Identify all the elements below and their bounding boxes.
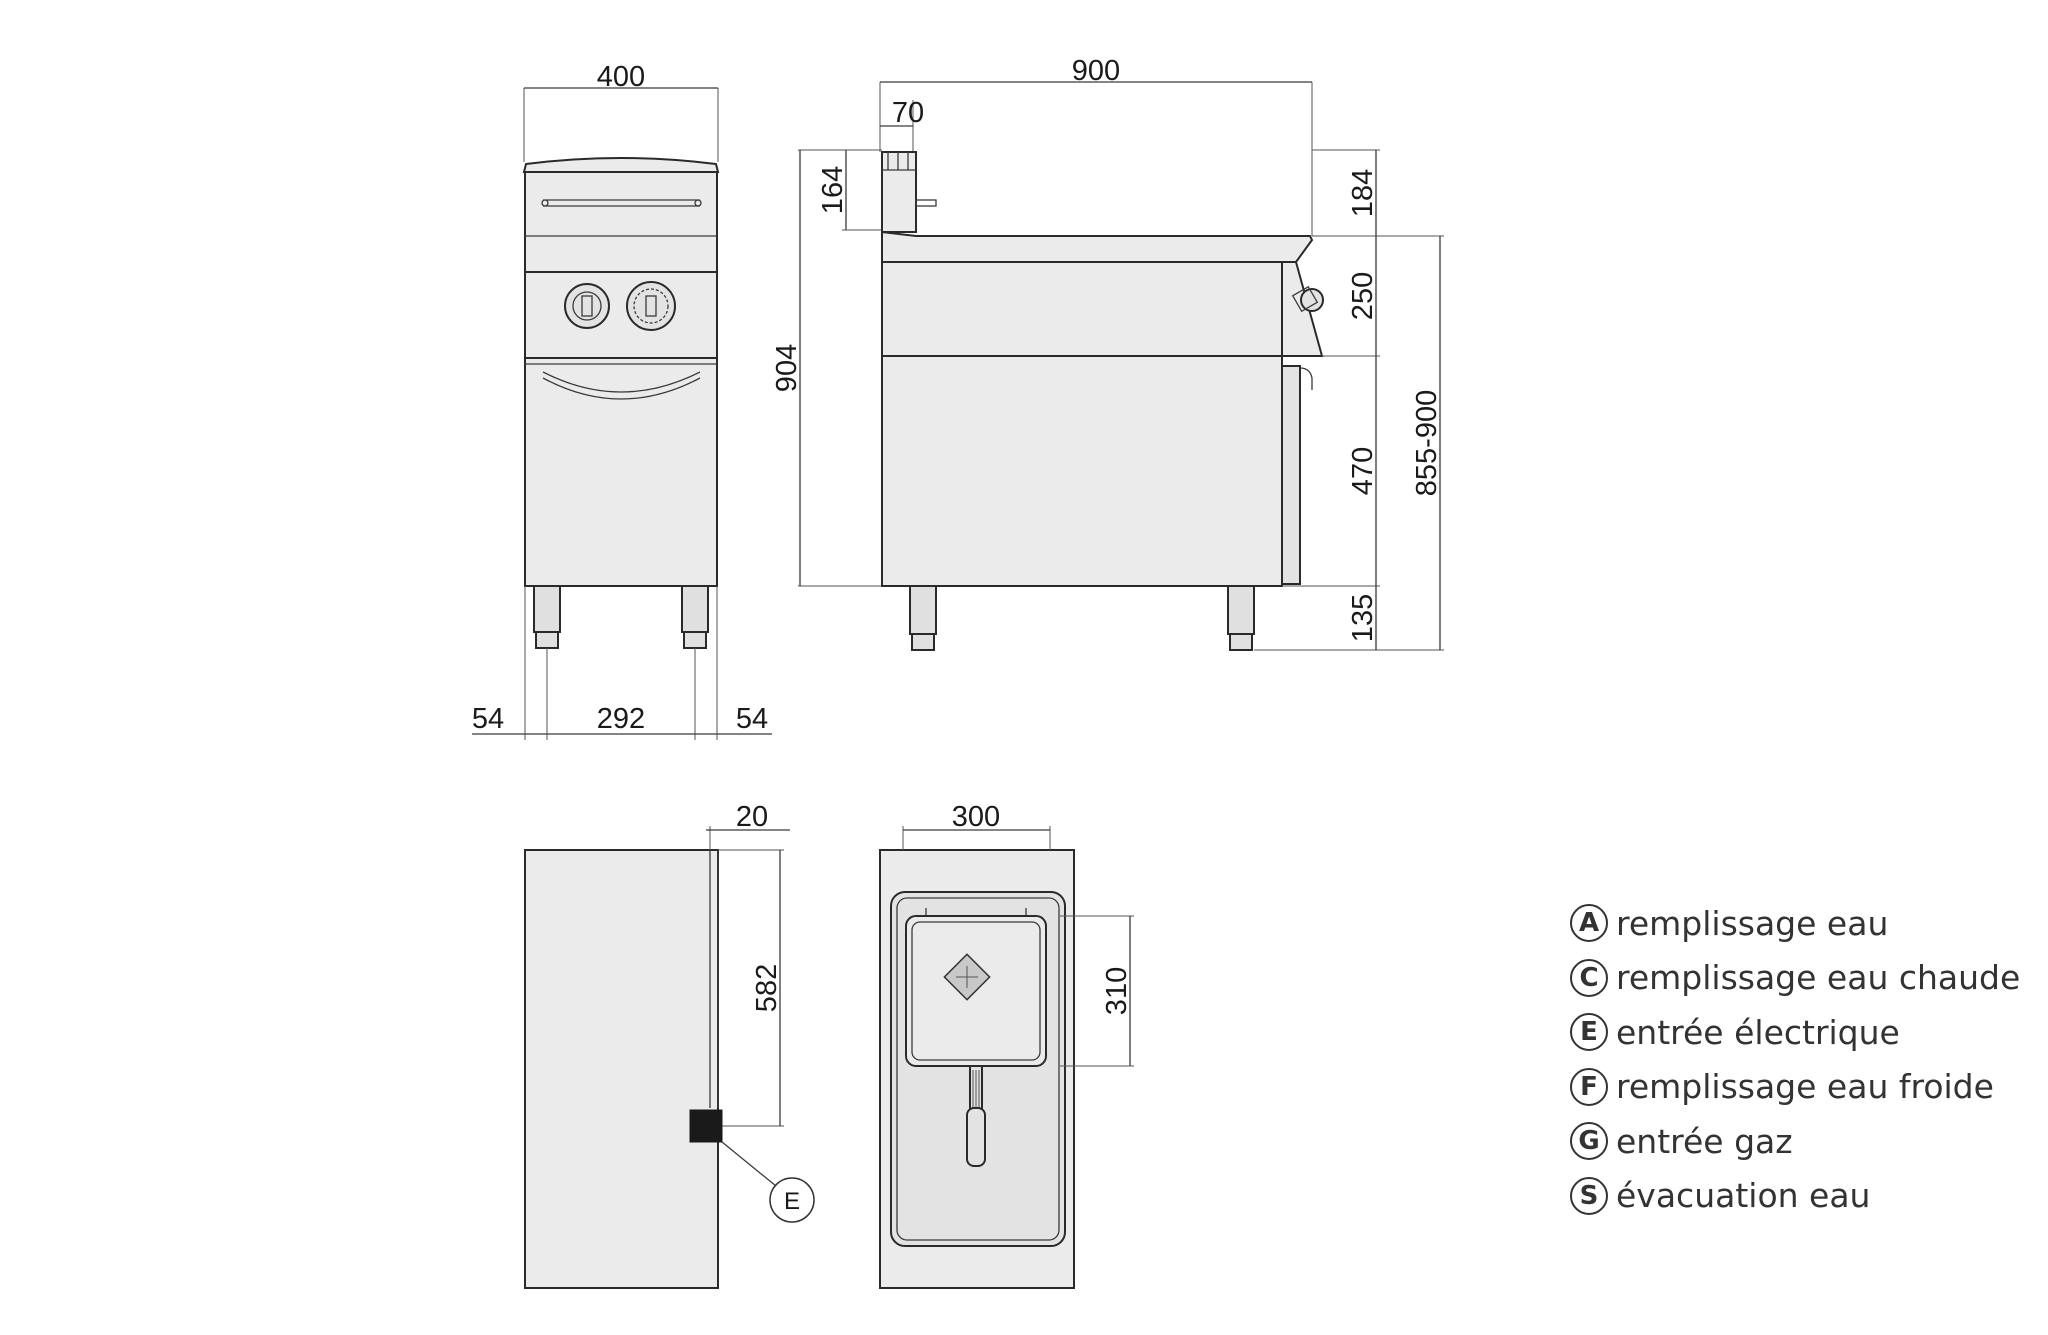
legend-code-g: G xyxy=(1570,1122,1608,1161)
legend-label-s: évacuation eau xyxy=(1616,1176,1871,1216)
front-leg-left-label: 54 xyxy=(472,703,504,735)
rear-view: 20 582 E xyxy=(524,801,815,1289)
side-total-height-label: 904 xyxy=(771,344,803,392)
legend-label-c: remplissage eau chaude xyxy=(1616,958,2021,998)
front-leg-right xyxy=(681,585,709,633)
side-foot-height-label: 135 xyxy=(1347,594,1379,642)
callout-label: E xyxy=(784,1188,800,1215)
side-backsplash-label: 164 xyxy=(817,166,849,214)
side-upper-body xyxy=(881,261,1283,357)
front-top xyxy=(522,157,720,173)
rear-connection-height-label: 582 xyxy=(751,964,783,1012)
knob-left xyxy=(564,283,610,329)
side-top-height-label: 184 xyxy=(1347,169,1379,217)
callout-circle xyxy=(769,1177,815,1223)
front-leg-left xyxy=(533,585,561,633)
side-leg-rear xyxy=(909,585,937,635)
legend-item-s: S évacuation eau xyxy=(1570,1169,2040,1224)
side-backsplash xyxy=(881,151,917,233)
front-width-label: 400 xyxy=(597,61,645,93)
front-cabinet xyxy=(524,357,718,587)
rear-offset-label: 20 xyxy=(736,801,768,833)
front-upper-body xyxy=(524,171,718,273)
legend-label-g: entrée gaz xyxy=(1616,1121,1793,1161)
side-range-height-label: 855-900 xyxy=(1411,390,1443,496)
legend: A remplissage eau C remplissage eau chau… xyxy=(1570,896,2040,1223)
side-worktop xyxy=(881,230,1314,263)
legend-item-e: E entrée électrique xyxy=(1570,1005,2040,1060)
top-basket-width-label: 300 xyxy=(952,801,1000,833)
legend-code-f: F xyxy=(1570,1067,1608,1106)
rear-body xyxy=(524,849,719,1289)
legend-item-c: C remplissage eau chaude xyxy=(1570,951,2040,1006)
legend-item-a: A remplissage eau xyxy=(1570,896,2040,951)
knob-right xyxy=(626,281,676,331)
side-leg-front xyxy=(1227,585,1255,635)
legend-item-g: G entrée gaz xyxy=(1570,1114,2040,1169)
side-cabinet-height-label: 470 xyxy=(1347,447,1379,495)
front-leg-span-label: 292 xyxy=(597,703,645,735)
basket-handle-grip xyxy=(966,1107,986,1167)
basket-mesh-icon xyxy=(943,953,991,1001)
top-basket-depth-label: 310 xyxy=(1101,967,1133,1015)
side-cabinet xyxy=(881,355,1283,587)
electrical-connection xyxy=(689,1109,723,1143)
front-leg-right-label: 54 xyxy=(736,703,768,735)
front-view: 400 xyxy=(472,61,772,740)
legend-item-f: F remplissage eau froide xyxy=(1570,1060,2040,1115)
front-control-panel xyxy=(524,271,718,359)
side-depth-label: 900 xyxy=(1072,55,1120,87)
side-panel-height-label: 250 xyxy=(1347,272,1379,320)
side-knob xyxy=(1291,285,1324,313)
legend-label-f: remplissage eau froide xyxy=(1616,1067,1994,1107)
side-back-offset-label: 70 xyxy=(892,97,924,129)
top-view: 300 310 xyxy=(879,801,1134,1289)
side-view: 900 70 904 164 xyxy=(771,55,1444,651)
legend-label-e: entrée électrique xyxy=(1616,1012,1900,1052)
legend-code-e: E xyxy=(1570,1013,1608,1052)
legend-code-c: C xyxy=(1570,958,1608,997)
legend-code-s: S xyxy=(1570,1176,1608,1215)
legend-code-a: A xyxy=(1570,904,1608,943)
legend-label-a: remplissage eau xyxy=(1616,903,1889,943)
